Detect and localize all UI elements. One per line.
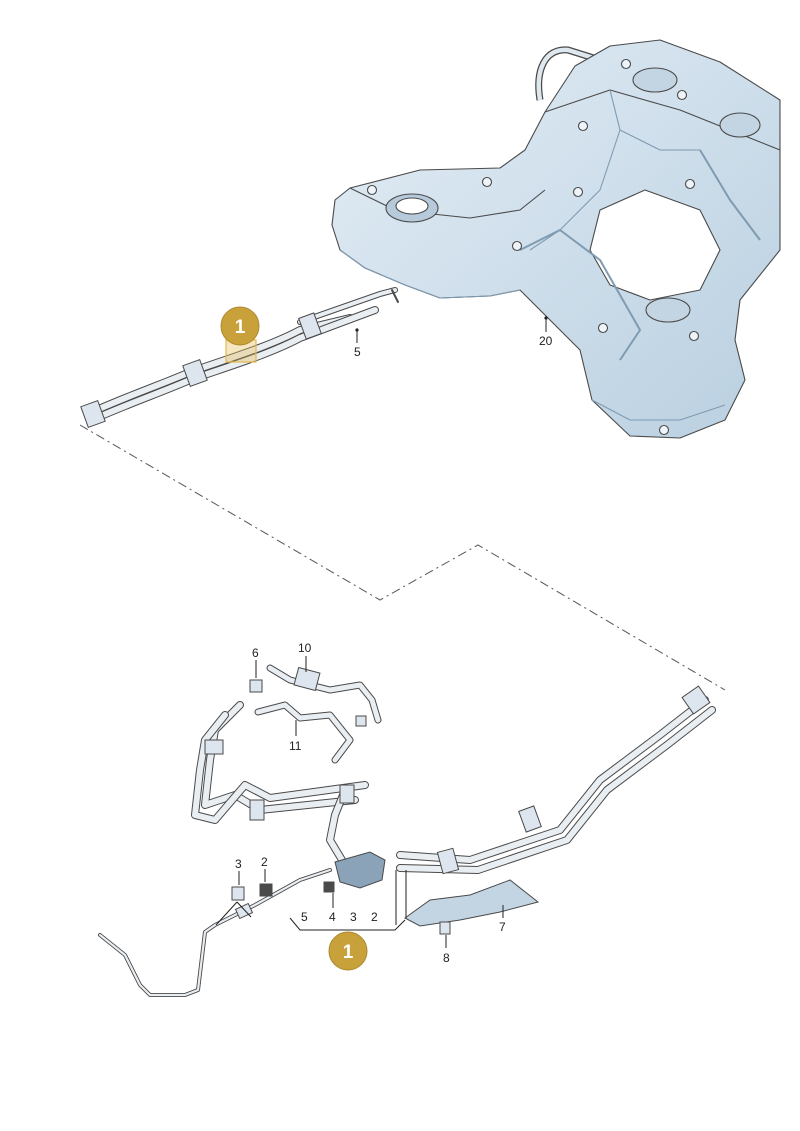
badge-1-bottom: 1 xyxy=(328,931,368,971)
svg-text:1: 1 xyxy=(235,317,246,338)
callout-20: 20 xyxy=(539,334,553,348)
callout-7: 7 xyxy=(499,920,506,934)
fuel-lines-lower xyxy=(98,664,716,997)
callout-11: 11 xyxy=(289,739,302,753)
heat-shield xyxy=(404,879,540,927)
pipe-clips-upper xyxy=(80,312,322,429)
small-parts xyxy=(231,679,451,935)
callout-4: 4 xyxy=(329,910,336,924)
callout-2-top: 2 xyxy=(261,855,268,869)
badge-1-top: 1 xyxy=(220,306,260,346)
leader-dot-tank xyxy=(544,316,548,320)
callout-5-top: 5 xyxy=(354,345,361,359)
callout-6: 6 xyxy=(252,646,259,660)
callout-3-top: 3 xyxy=(235,857,242,871)
leaders-lower xyxy=(215,656,504,948)
svg-text:1: 1 xyxy=(343,942,354,963)
fuel-tank xyxy=(331,39,781,439)
fuel-line-bracket xyxy=(334,851,386,889)
leader-dot-pipe-top xyxy=(355,328,359,332)
callout-3-bottom: 3 xyxy=(350,910,357,924)
callout-8: 8 xyxy=(443,951,450,965)
callout-10: 10 xyxy=(298,641,312,655)
dash-dot-connector xyxy=(79,424,726,691)
callout-2-bottom: 2 xyxy=(371,910,378,924)
callout-5-bottom: 5 xyxy=(301,910,308,924)
pipe-clips-lower xyxy=(204,666,711,920)
